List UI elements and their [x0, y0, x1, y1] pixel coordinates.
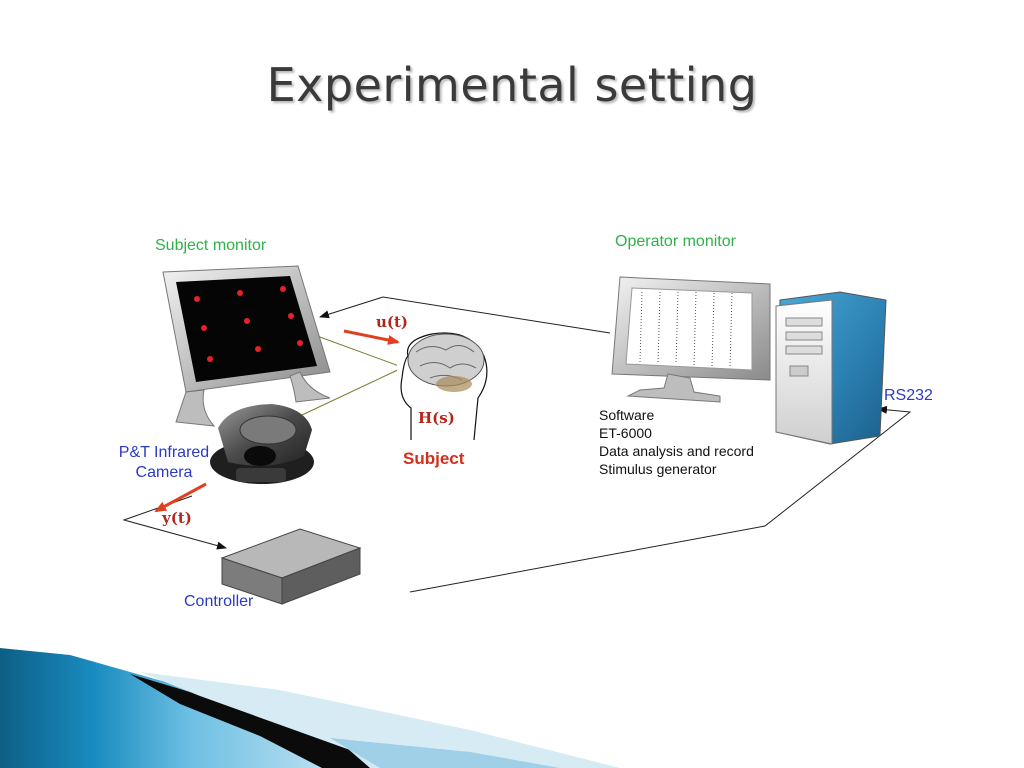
- stimulus-dot: [207, 356, 213, 362]
- controller-label: Controller: [184, 593, 254, 610]
- controller-box: [220, 528, 362, 605]
- output-signal-label: y(t): [161, 509, 192, 527]
- stimulus-dot: [237, 290, 243, 296]
- stimulus-dot: [255, 346, 261, 352]
- stimulus-dot: [288, 313, 294, 319]
- software-line: ET-6000: [599, 425, 652, 441]
- software-line: Software: [599, 407, 654, 423]
- software-line: Stimulus generator: [599, 461, 717, 477]
- infrared-camera: [210, 404, 314, 484]
- operator-monitor: [611, 276, 771, 403]
- input-signal-label: u(t): [376, 313, 408, 331]
- stimulus-dot: [201, 325, 207, 331]
- decorative-bottom-band: [0, 648, 620, 768]
- stimulus-dot: [244, 318, 250, 324]
- output-signal-arrow: [154, 482, 207, 513]
- stimulus-dot: [280, 286, 286, 292]
- computer-tower: [775, 291, 887, 445]
- slide-title: Experimental setting: [266, 58, 758, 112]
- rs232-label: RS232: [884, 387, 933, 404]
- subject-monitor-feed-line: [319, 296, 611, 334]
- software-line: Data analysis and record: [599, 443, 754, 459]
- subject-label: Subject: [403, 449, 465, 468]
- subject-head: [397, 330, 491, 442]
- transfer-function-label: H(s): [418, 409, 455, 427]
- camera-label-line2: Camera: [136, 464, 193, 481]
- subject-monitor-label: Subject monitor: [155, 237, 267, 254]
- camera-label-line1: P&T Infrared: [119, 444, 209, 461]
- stimulus-dot: [297, 340, 303, 346]
- input-signal-arrow: [343, 329, 400, 345]
- subject-monitor: [162, 265, 331, 427]
- rs232-line: [409, 405, 912, 593]
- stimulus-dot: [194, 296, 200, 302]
- operator-monitor-label: Operator monitor: [615, 233, 737, 250]
